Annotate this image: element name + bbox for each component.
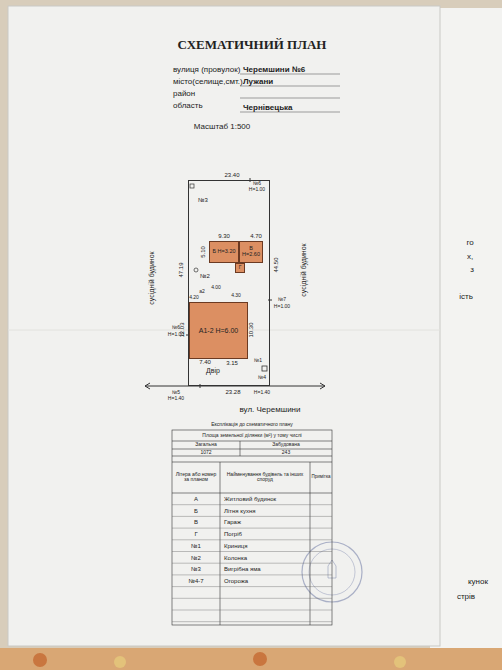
building-label: В Н=2.60 xyxy=(241,246,261,258)
table-cell: стрів xyxy=(457,593,475,601)
table-row-line xyxy=(172,610,332,611)
plan-label: область xyxy=(173,102,203,110)
plan-label: Н=1.40 xyxy=(168,396,184,401)
table-cell: Гараж xyxy=(224,519,241,525)
table-row-line xyxy=(172,539,332,540)
plan-label: №4 xyxy=(258,375,266,380)
table-row-line xyxy=(172,574,332,575)
plan-label: 44.50 xyxy=(273,257,279,272)
plan-label: Загальна xyxy=(195,442,216,447)
plan-label: 47.19 xyxy=(178,262,184,277)
title: СХЕМАТИЧНИЙ ПЛАН xyxy=(178,38,327,52)
plan-label: сусідній будинок xyxy=(300,243,307,296)
plan-label: а2 xyxy=(199,289,205,294)
table-cell: Огорожа xyxy=(224,578,248,584)
plan-label: Черемшини №6 xyxy=(243,66,305,74)
table-cell: х, xyxy=(467,253,473,261)
table-cell: з xyxy=(470,266,474,274)
plan-label: 243 xyxy=(282,450,290,455)
table-cell: Літня кухня xyxy=(224,508,256,514)
plan-label: район xyxy=(173,90,195,98)
plan-label: 7.40 xyxy=(199,359,211,365)
plan-label: Чернівецька xyxy=(243,104,293,112)
plan-label: Масштаб 1:500 xyxy=(194,123,250,131)
plan-label: №3 xyxy=(198,197,208,203)
plan-label: Найменування будівель та інших споруд xyxy=(223,472,307,483)
plan-label: 3.15 xyxy=(226,360,238,366)
plan-label: Примітка xyxy=(312,475,331,480)
plan-label: №6 xyxy=(253,181,261,186)
table-cell: Житловий будинок xyxy=(224,496,276,502)
table-row-line xyxy=(172,504,332,505)
table-cell: Криниця xyxy=(224,543,248,549)
building-label: А1-2 Н=6.00 xyxy=(199,327,239,334)
table-row-line xyxy=(172,516,332,517)
plan-label: 4.00 xyxy=(211,285,221,290)
plan-label: 10.30 xyxy=(248,322,254,337)
building-box: А1-2 Н=6.00 xyxy=(189,302,248,359)
plan-label: №2 xyxy=(200,273,210,279)
table-row-line xyxy=(172,551,332,552)
table-row-line xyxy=(172,528,332,529)
plan-label: 4.20 xyxy=(189,295,199,300)
plan-label: Забудована xyxy=(272,442,300,447)
plan-label: 1072 xyxy=(200,450,211,455)
plan-label: сусідній будинок xyxy=(148,251,155,304)
land-plot: Двір Б Н=3.20 В Н=2.60Г А1-2 Н=6.00 xyxy=(188,180,270,386)
table-cell: №1 xyxy=(191,543,201,549)
table-cell: В xyxy=(194,519,198,525)
table-row-line xyxy=(172,621,332,622)
table-cell: Вигрібна яма xyxy=(224,566,261,572)
building-box: В Н=2.60 xyxy=(239,241,263,263)
plan-label: Площа земельної ділянки (м²) у тому числ… xyxy=(202,433,301,438)
table-cell: Погріб xyxy=(224,531,242,537)
building-box: Г xyxy=(235,263,245,273)
table-cell: Г xyxy=(194,531,197,537)
plan-label: 4.30 xyxy=(231,293,241,298)
plan-label: 5.10 xyxy=(200,246,206,258)
table-cell: №2 xyxy=(191,554,201,560)
table-cell: №3 xyxy=(191,566,201,572)
table-row-line xyxy=(172,598,332,599)
building-label: Г xyxy=(239,265,242,270)
table-cell: кунок xyxy=(468,578,488,586)
table-cell: №4-7 xyxy=(188,578,203,584)
table-cell: А xyxy=(194,496,198,502)
table-row-line xyxy=(172,563,332,564)
plan-label: місто(селище,смт.) xyxy=(173,78,243,86)
plan-label: 12.03 xyxy=(179,322,185,337)
plan-label: Літера або номер за планом xyxy=(174,472,218,483)
table-cell: ість xyxy=(459,293,473,301)
plan-label: №5 xyxy=(172,390,180,395)
yard-label: Двір xyxy=(206,367,220,374)
plan-label: Н=1.00 xyxy=(274,304,290,309)
plan-label: №7 xyxy=(278,297,286,302)
table-row-line xyxy=(172,586,332,587)
table-cell: го xyxy=(466,239,473,247)
table-cell: Колонка xyxy=(224,554,247,560)
plan-label: 23.40 xyxy=(224,172,239,178)
building-label: Б Н=3.20 xyxy=(212,249,235,255)
plan-label: 23.28 xyxy=(225,389,240,395)
plan-label: Н=1.00 xyxy=(249,187,265,192)
plan-label: вулиця (провулок) xyxy=(173,66,240,74)
plan-label: Лужани xyxy=(243,78,273,86)
plan-label: Експлікація до схематичного плану xyxy=(211,422,293,427)
plan-label: №1 xyxy=(254,358,262,363)
table-cell: Б xyxy=(194,508,198,514)
plan-label: 4.70 xyxy=(250,233,262,239)
building-box: Б Н=3.20 xyxy=(209,241,239,263)
plan-label: 9.30 xyxy=(218,233,230,239)
plan-label: вул. Черемшини xyxy=(240,406,301,414)
plan-label: Н=1.40 xyxy=(254,390,270,395)
